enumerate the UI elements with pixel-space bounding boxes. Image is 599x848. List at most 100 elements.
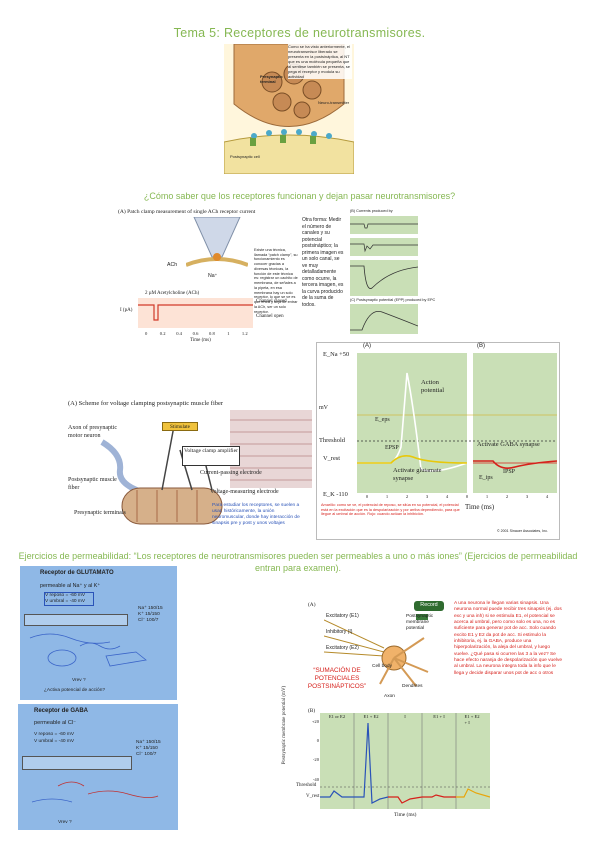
potentials-x-tick: 4 [445,494,449,499]
patch-x-tick: 0.2 [159,331,166,336]
exercises-heading: Ejercicios de permeabilidad: “Los recept… [18,551,578,573]
label-vrest: V_rest [323,455,341,462]
label-postsynaptic: Postsynaptic cell [230,154,260,159]
summation-column-label: E1 + I [433,714,445,719]
label-presynaptic: Presynaptic terminal [260,74,283,84]
label-panel-a: (A) [363,343,371,349]
label-eeps: E_eps [375,417,390,423]
label-threshold: Threshold [319,437,345,444]
potentials-traces [357,372,558,472]
label-eips: E_ips [479,475,493,481]
gaba-vu: V umbral = -40 mV [34,739,75,744]
glut-handwriting [29,633,147,667]
patch-x-tick: 0.4 [176,331,182,336]
summation-column-label: E1 or E2 [328,714,346,719]
potentials-panel-b [473,353,557,493]
patch-x-tick: 0.8 [209,331,215,336]
copyright: © 2001 Sinauer Associates, Inc. [497,529,548,533]
trace-panel-4 [350,304,419,334]
gaba-equation [22,756,132,770]
stimulate-box: Stimulate [162,422,198,431]
sum-e2: Excitatory (E2) [326,645,359,651]
label-time: Time (ms) [465,503,495,511]
axon-label: Axon of presynaptic motor neuron [68,425,117,439]
sum-explanation: A una neurona le llegan varias sinapsis.… [454,601,563,676]
patch-trace [138,304,253,321]
vc-note: Para estudiar los receptores, se suelen … [212,503,300,526]
synapse-caption: Como se ha visto anteriormente, el neuro… [288,44,352,79]
patch-other-text: Otra forma: Medir el número de canales y… [302,217,344,308]
gaba-card: Receptor de GABA permeable al Cl⁻ V repo… [18,704,178,830]
patch-x-tick: 0 [145,331,148,336]
glut-ext: Na⁺ 150/15 K⁺ 15/150 Cl⁻ 100/7 [138,606,163,623]
summation-chart: E1 or E2 E1 + E2 I E1 + I E1 + E2 + I [320,713,490,809]
pipette-figure [185,216,249,277]
patch-x-tick: 0.6 [192,331,199,336]
na-label: Na⁺ [208,273,218,279]
patch-x-tick: 1 [227,331,230,336]
neuron-figure [323,608,434,688]
patch-x-ticks: 0 0.2 0.4 0.6 0.8 1 1.2 [138,330,253,338]
trace-c-label: (C) Postsynaptic potential (EPP) produce… [350,298,436,302]
glut-vrev: Vrev ? [72,678,86,683]
patch-trace-label: 2 µM Acetylcholine (ACh) [145,291,200,296]
summation-y-tick: -40 [312,776,319,782]
amplifier-box: Voltage clamp amplifier [182,446,240,466]
label-mv: mV [319,405,328,411]
potentials-x-tick: 1 [485,494,489,499]
channel-open-label: Channel open [256,314,284,319]
label-ek: E_K -110 [323,491,348,498]
sum-vrest: V_rest [306,794,320,801]
label-ipsp: IPSP [503,469,516,475]
sum-cell: Cell body [372,664,392,669]
summation-columns: E1 or E2 E1 + E2 I E1 + I E1 + E2 + I [320,713,490,725]
summation-y-tick: +20 [311,719,319,724]
channel-closed-label: Channel closed [256,299,287,304]
patch-title: (A) Patch clamp measurement of single AC… [118,209,256,215]
vc-figure [62,410,312,538]
gaba-vrev: Vrev ? [58,820,72,825]
potentials-panel-a [357,353,467,493]
sum-time: Time (ms) [394,812,417,818]
summation-y-tick: -20 [312,757,319,763]
gaba-vr: V reposo = -60 mV [34,732,75,737]
glut-question: ¿Activa potencial de acción? [44,688,106,693]
summation-column-label: E1 + E2 [363,714,379,719]
patch-trace-panel [138,298,253,328]
trace-b-label: (B) Currents produced by [350,209,393,213]
patch-x-label: Time (ms) [190,338,211,343]
potentials-x-tick: 3 [425,494,429,499]
glutamate-card: Receptor de GLUTAMATO permeable al Na⁺ y… [20,566,177,700]
label-ena: E_Na +50 [323,351,350,358]
patch-y-label: I (pA) [120,308,133,313]
gaba-ext: Na⁺ 150/15 K⁺ 15/150 Cl⁻ 100/7 [136,740,161,757]
sum-membrane: Postsynaptic membrane potential [406,614,434,631]
summation-y-tick: 0 [316,738,319,744]
patch-x-tick: 1.2 [241,331,248,336]
glut-title: Receptor de GLUTAMATO [40,570,114,576]
sum-dendrites: Dendrites [402,684,423,689]
terminals-label: Presynaptic terminals [74,510,126,516]
sum-red-title: “SUMACIÓN DE POTENCIALES POSTSINÁPTICOS” [307,667,367,690]
current-electrode-label: Current-passing electrode [200,470,262,476]
glut-perm: permeable al Na⁺ y al K⁺ [40,583,101,589]
label-action-potential: Action potential [421,379,445,395]
sum-b-label: (B) [308,708,316,714]
gaba-perm: permeable al Cl⁻ [34,720,77,726]
summation-column-label: I [404,714,406,719]
sum-inh: Inhibitory (I) [326,629,353,635]
potentials-figure: (A) (B) E_Na +50 Action potential E_eps … [316,342,560,540]
gaba-handwriting [31,781,159,803]
ach-label: ACh [167,262,178,268]
label-panel-b: (B) [477,343,485,349]
trace-panel-2 [350,238,418,256]
synapse-figure: Como se ha visto anteriormente, el neuro… [223,43,355,175]
summation-column-label: E1 + E2 + I [464,714,480,725]
trace-panel-1 [350,216,418,234]
section-question-heading: ¿Cómo saber que los receptores funcionan… [143,191,456,201]
potentials-x-tick: 2 [505,494,509,499]
potentials-x-tick: 3 [525,494,529,499]
label-epsp: EPSP [385,445,399,451]
voltage-electrode-label: Voltage-measuring electrode [210,489,279,495]
